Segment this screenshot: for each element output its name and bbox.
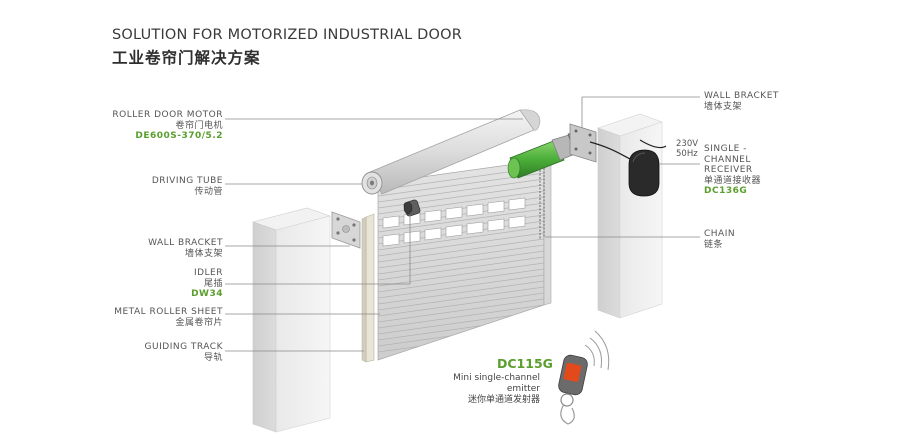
label-en: Mini single-channel bbox=[453, 373, 540, 383]
page-subtitle: 工业卷帘门解决方案 bbox=[112, 49, 261, 67]
label-en: IDLER bbox=[193, 268, 223, 278]
model-number: DW34 bbox=[191, 289, 223, 299]
voltage-label: 230V 50Hz bbox=[676, 139, 698, 159]
page-title: SOLUTION FOR MOTORIZED INDUSTRIAL DOOR bbox=[112, 27, 463, 43]
label-roller-door-motor: ROLLER DOOR MOTOR 卷帘门电机 DE600S-370/5.2 bbox=[85, 110, 223, 142]
label-en: GUIDING TRACK bbox=[144, 342, 223, 352]
label-zh: 迷你单通道发射器 bbox=[467, 395, 540, 405]
label-en: ROLLER DOOR MOTOR bbox=[112, 110, 223, 120]
leader-lines bbox=[225, 96, 700, 352]
label-en: WALL BRACKET bbox=[704, 91, 779, 101]
label-en: SINGLE - bbox=[704, 144, 747, 154]
label-idler: IDLER 尾插 DW34 bbox=[85, 268, 223, 300]
label-zh: 传动管 bbox=[194, 186, 223, 197]
model-number: DC136G bbox=[704, 186, 748, 196]
label-en: CHANNEL bbox=[704, 154, 751, 165]
model-number: DE600S-370/5.2 bbox=[135, 131, 223, 141]
right-wall bbox=[597, 113, 663, 319]
frequency-value: 50Hz bbox=[676, 149, 698, 159]
label-driving-tube: DRIVING TUBE 传动管 bbox=[85, 176, 223, 197]
metal-roller-sheet bbox=[377, 159, 545, 361]
label-zh: 墙体支架 bbox=[704, 101, 743, 112]
right-wall-bracket bbox=[569, 123, 597, 163]
label-wall-bracket-right: WALL BRACKET 墙体支架 bbox=[704, 91, 779, 112]
label-zh: 卷帘门电机 bbox=[175, 120, 223, 131]
label-wall-bracket-left: WALL BRACKET 墙体支架 bbox=[85, 238, 223, 259]
label-emitter: Mini single-channel emitter 迷你单通道发射器 bbox=[440, 373, 540, 406]
left-wall-bracket bbox=[331, 211, 361, 249]
label-zh: 单通道接收器 bbox=[704, 175, 762, 186]
label-en: DRIVING TUBE bbox=[151, 176, 223, 186]
remote-control-icon bbox=[558, 330, 610, 425]
roller-drum bbox=[361, 109, 541, 195]
label-zh: 导轨 bbox=[203, 352, 223, 363]
receiver-unit bbox=[589, 139, 667, 197]
emitter-model: DC115G bbox=[497, 356, 553, 371]
left-wall bbox=[251, 207, 332, 433]
label-metal-roller-sheet: METAL ROLLER SHEET 金属卷帘片 bbox=[85, 307, 223, 328]
label-zh: 墙体支架 bbox=[184, 248, 223, 259]
chain bbox=[539, 168, 545, 240]
label-en: CHAIN bbox=[704, 229, 736, 239]
label-en: RECEIVER bbox=[704, 165, 753, 175]
right-guiding-track bbox=[543, 157, 552, 306]
label-en: emitter bbox=[506, 384, 540, 394]
label-chain: CHAIN 链条 bbox=[704, 229, 735, 250]
voltage-value: 230V bbox=[676, 139, 699, 149]
idler bbox=[403, 199, 421, 217]
label-receiver: SINGLE - CHANNEL RECEIVER 单通道接收器 DC136G bbox=[704, 144, 761, 197]
label-en: WALL BRACKET bbox=[148, 238, 223, 248]
wireless-signal-icon bbox=[584, 344, 595, 367]
label-guiding-track: GUIDING TRACK 导轨 bbox=[85, 342, 223, 363]
label-en: METAL ROLLER SHEET bbox=[114, 307, 223, 317]
label-zh: 金属卷帘片 bbox=[175, 317, 223, 328]
label-zh: 尾插 bbox=[203, 278, 223, 289]
label-zh: 链条 bbox=[704, 239, 724, 250]
left-guiding-track bbox=[361, 213, 375, 363]
